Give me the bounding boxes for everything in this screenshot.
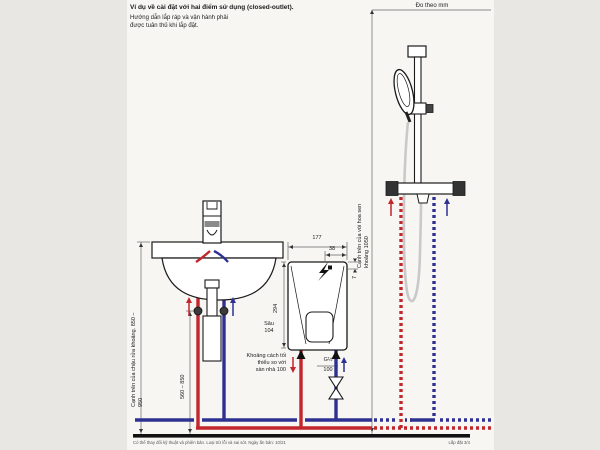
rail-top-cap: [407, 45, 427, 58]
cold-connection-hose: [213, 249, 229, 263]
dimension-lines: [137, 9, 491, 436]
shower-flow-arrows: [388, 198, 450, 216]
floor-line: [133, 434, 470, 438]
shower-head-handle: [404, 111, 412, 123]
heater-flow-arrows: [290, 357, 347, 373]
shower-rail: [413, 56, 422, 185]
measure-unit-note: Đo theo mm: [415, 3, 449, 9]
shower: [385, 45, 466, 303]
washbasin: [151, 200, 284, 362]
angle-valve-cold: [219, 306, 229, 316]
hot-connection-hose: [195, 250, 211, 263]
valve-height-dimension-label: 560 – 850: [180, 374, 186, 399]
shower-head: [393, 68, 415, 116]
basin-height-dimension-label: Cạnh trên của chậu rửa khoảng. 850 – 950: [131, 312, 144, 408]
diagram-subtitle: Hướng dẫn lắp ráp và vận hành phải được …: [130, 15, 229, 29]
connection-spacing-label: 100: [323, 367, 333, 373]
shutoff-valve-icon: [327, 376, 345, 400]
water-heater: [287, 261, 348, 400]
shower-height-dimension-label: Cạnh trên của vòi hoa sen khoảng 1050: [357, 203, 370, 268]
basin: [161, 257, 277, 301]
lightning-bolt-icon: [318, 262, 332, 281]
heater-width-label: 177: [312, 235, 322, 241]
faucet: [202, 200, 222, 244]
heater-height-label: 294: [273, 303, 279, 313]
heater-offset-label: 38: [328, 245, 336, 252]
cold-inlet-connector: [331, 350, 341, 359]
drain-trap: [202, 279, 222, 362]
counter-top: [151, 241, 284, 259]
heater-depth-label: Sâu 104: [264, 321, 274, 334]
floor-clearance-label: Khoảng cách tối thiểu so với sàn nhà 100: [246, 353, 286, 373]
page-reference: Lắp đặt 3/4: [448, 440, 470, 445]
mixer-outlet: [416, 193, 430, 204]
shower-mixer: [385, 181, 466, 204]
angle-valve-hot: [193, 306, 203, 316]
hot-outlet-connector: [296, 350, 306, 359]
slider-knob: [425, 104, 434, 113]
connection-inset-label: 7: [352, 275, 358, 279]
footer-disclaimer: Có thể thay đổi kỹ thuật và phiên bản. L…: [133, 440, 286, 445]
page-background: [127, 0, 494, 450]
connection-thread-label: G½: [323, 357, 333, 363]
diagram-title: Ví dụ về cài đặt với hai điểm sử dụng (c…: [130, 4, 294, 11]
heater-window: [305, 311, 334, 343]
sink-flow-arrows: [186, 297, 236, 316]
